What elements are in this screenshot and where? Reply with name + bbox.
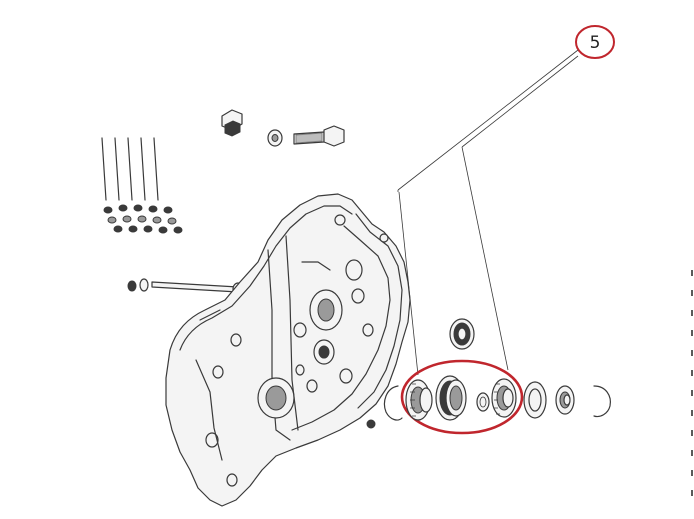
bearing-group-highlight: [400, 359, 524, 435]
plug-fitting: [221, 109, 243, 137]
shaft: [127, 278, 244, 296]
bearing-race-outer: [523, 381, 547, 419]
bearing-race-center: [435, 375, 467, 421]
callout-ring: [575, 25, 615, 59]
retaining-ring-right: [593, 385, 611, 418]
washer: [267, 129, 283, 147]
leader-lines: [397, 49, 579, 376]
seal-top: [449, 318, 475, 350]
bearing-spacer: [476, 392, 490, 412]
highlight-ring: [400, 359, 524, 435]
studs: [101, 137, 159, 201]
callout-number: 5: [590, 33, 601, 53]
small-screw: [366, 419, 376, 429]
tapered-roller-bearing-right: [491, 378, 517, 418]
bolt: [293, 125, 345, 147]
tapered-roller-bearing-left: [405, 379, 433, 421]
retaining-ring-left: [383, 385, 403, 421]
nuts: [103, 204, 183, 234]
seal-right: [555, 385, 575, 415]
callout-5: 5: [575, 25, 615, 59]
crankcase-half: [165, 193, 411, 507]
